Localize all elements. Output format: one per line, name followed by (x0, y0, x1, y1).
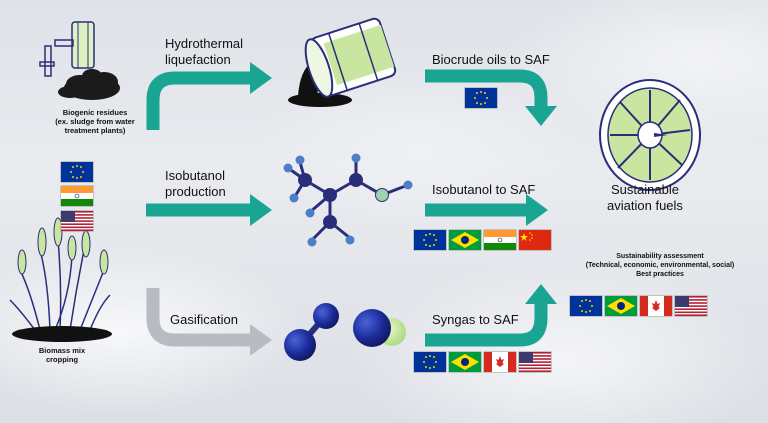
jet-engine-icon (599, 79, 701, 191)
arrow-head-biocrude (525, 106, 557, 126)
flag-usa-source (61, 211, 93, 231)
saf-output-label: Sustainable aviation fuels (607, 182, 683, 213)
flag-brazil-syngas (449, 352, 481, 372)
assessment-label: Sustainability assessment (Technical, ec… (585, 253, 735, 278)
molecule-icon (287, 160, 409, 242)
flag-eu-isobutanol (414, 230, 446, 250)
flag-india-source (61, 186, 93, 206)
flag-india-isobutanol (484, 230, 516, 250)
syngas-molecules-icon (284, 303, 406, 361)
isobutanol-saf-label: Isobutanol to SAF (432, 182, 536, 197)
arrow-syngas (425, 302, 548, 347)
arrow-biocrude (425, 69, 548, 108)
biomass-grass-plumes (17, 217, 109, 275)
arrow-head-syngas (525, 284, 557, 304)
flag-eu-syngas (414, 352, 446, 372)
gasification-label: Gasification (170, 312, 238, 327)
flag-canada-syngas (484, 352, 516, 372)
arrow-biomass-to-gasification (146, 288, 252, 347)
syngas-label: Syngas to SAF (432, 312, 519, 327)
biomass-label: Biomass mix cropping (38, 346, 86, 364)
flag-canada-assessment (640, 296, 672, 316)
flag-eu-assessment (570, 296, 602, 316)
flag-eu-source (61, 162, 93, 182)
flag-usa-syngas (519, 352, 551, 372)
molecule-hydrogens (283, 153, 413, 247)
flag-usa-assessment (675, 296, 707, 316)
arrow-head-isobutanol (250, 194, 272, 226)
isobutanol-production-label: Isobutanol production (165, 168, 226, 199)
biogenic-residues-label: Biogenic residues (ex. sludge from water… (55, 108, 135, 135)
arrow-head-htl (250, 62, 272, 94)
molecule-oxygen (376, 189, 388, 201)
barrel-icon (288, 17, 397, 107)
biocrude-label: Biocrude oils to SAF (432, 52, 550, 67)
flag-eu-biocrude (465, 88, 497, 108)
flag-brazil-assessment (605, 296, 637, 316)
htl-label: Hydrothermal liquefaction (165, 36, 244, 67)
arrow-head-isobutanol-saf (526, 194, 548, 226)
flag-brazil-isobutanol (449, 230, 481, 250)
molecule-atoms (298, 173, 389, 229)
soil-icon (12, 326, 112, 342)
biomass-grass-icon (9, 239, 111, 331)
arrow-head-gasification (250, 324, 272, 356)
treatment-plant-icon (39, 21, 95, 77)
flag-china-isobutanol (519, 230, 551, 250)
arrow-biogenic-to-htl (146, 71, 252, 130)
sludge-pile-icon (58, 69, 120, 100)
